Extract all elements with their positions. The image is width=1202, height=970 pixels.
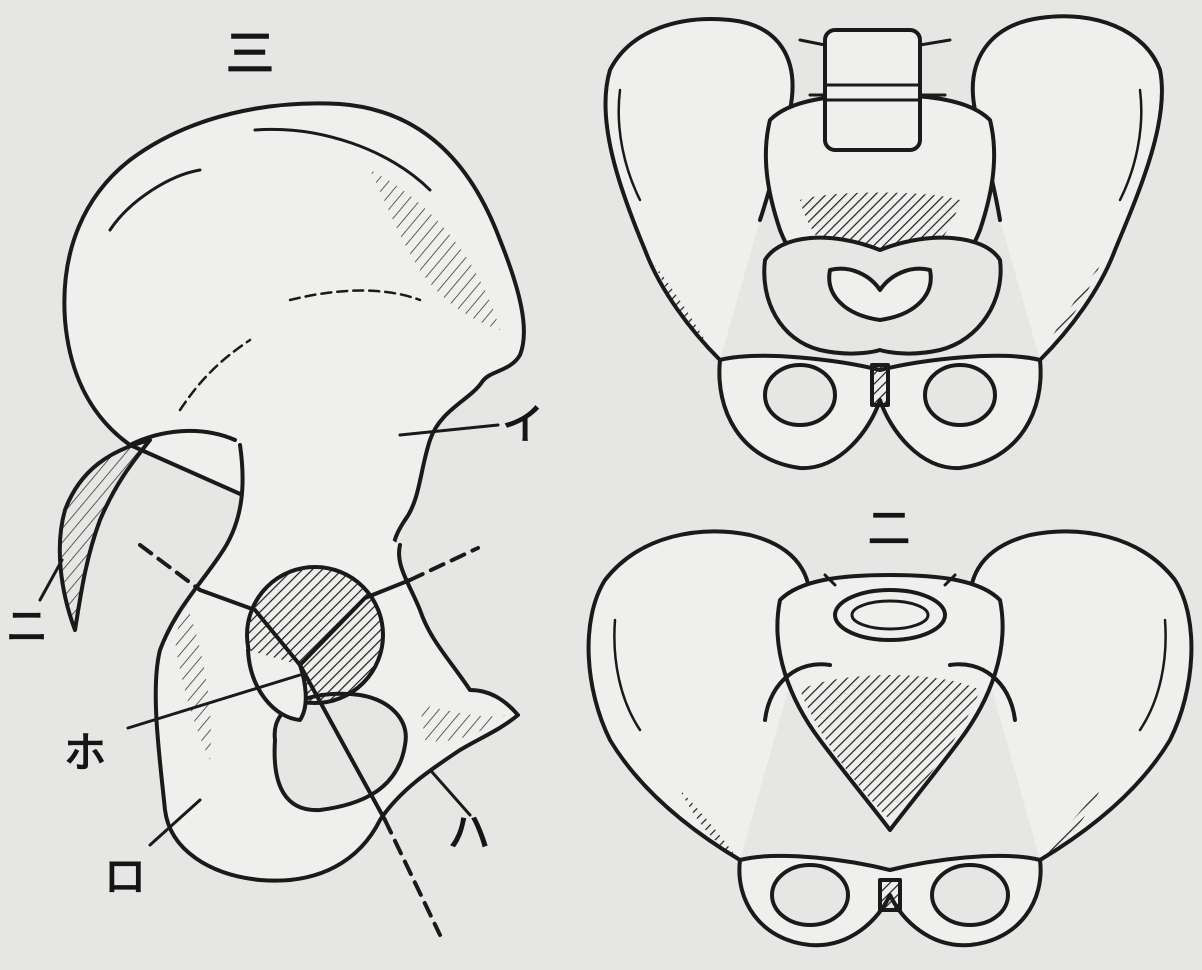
callout-i: イ xyxy=(502,404,544,446)
pelvis-upper-obturator-left xyxy=(765,365,835,425)
ischial-spine xyxy=(60,440,150,630)
callout-ha: ハ xyxy=(448,812,490,854)
pelvis-upper-obturator-right xyxy=(925,365,995,425)
pelvis-lower-obturator-left xyxy=(772,865,848,925)
pelvis-upper-left-wing xyxy=(605,19,792,360)
callout-ro: ロ xyxy=(104,856,146,898)
pelvis-lower-drawing xyxy=(589,531,1192,945)
callout-ho: ホ xyxy=(64,732,106,774)
hip-bone-figure-label: 三 xyxy=(226,30,274,78)
pelvis-upper-vertebra xyxy=(825,30,920,150)
pelvis-lower-figure-label: 二 xyxy=(868,508,910,550)
dashed-line-upper-right xyxy=(410,548,478,580)
callout-ni: ニ xyxy=(6,606,48,648)
pelvis-upper-drawing xyxy=(605,16,1162,468)
pelvis-lower-obturator-right xyxy=(932,865,1008,925)
dashed-line-upper-left xyxy=(140,545,200,590)
leader-line-ni xyxy=(40,560,62,600)
dashed-line-lower xyxy=(385,820,440,935)
pelvis-upper-right-wing xyxy=(973,16,1162,360)
